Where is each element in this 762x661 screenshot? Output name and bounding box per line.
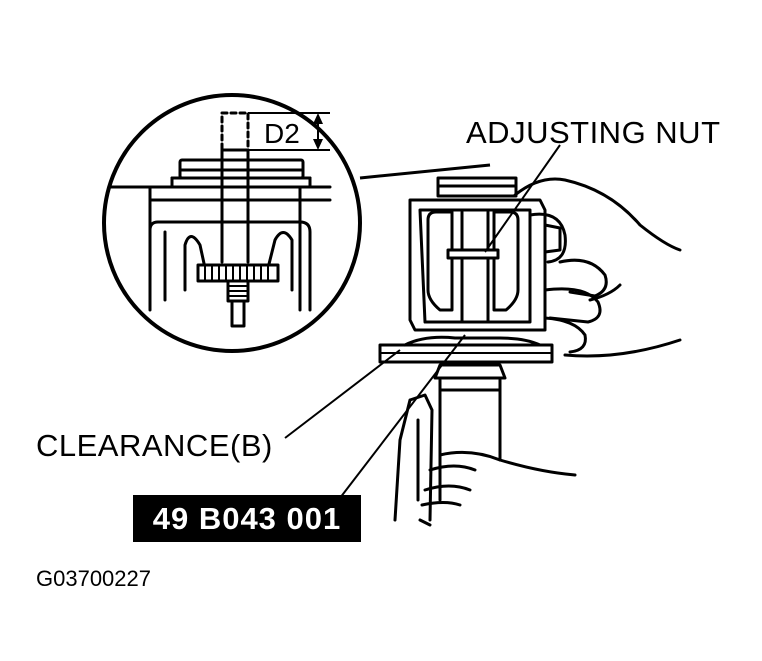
magnified-detail [102,93,362,353]
detail-connector [359,163,491,180]
tool-assembly [378,176,562,522]
figure-id-label: G03700227 [36,566,151,591]
upper-hand [513,177,682,358]
tool-number-tag: 49 B043 001 [133,495,361,542]
leader-lines [284,144,561,499]
clearance-label: CLEARANCE(B) [36,428,273,463]
adjusting-nut-label: ADJUSTING NUT [466,115,721,150]
dimension-label-d2: D2 [264,118,300,149]
lower-hand [418,450,577,527]
